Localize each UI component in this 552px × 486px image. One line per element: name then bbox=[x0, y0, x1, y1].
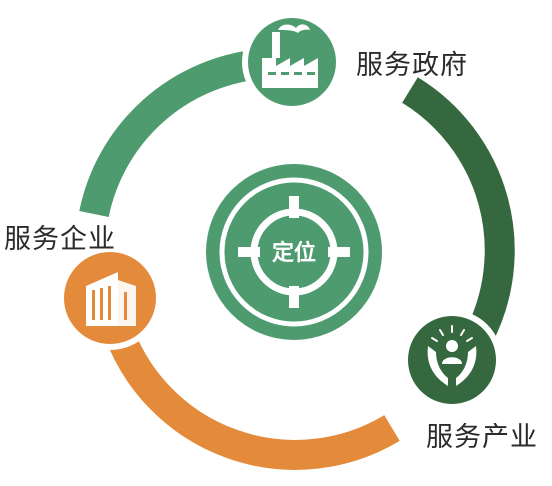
label-enterprise: 服务企业 bbox=[4, 224, 116, 255]
label-government: 服务政府 bbox=[356, 50, 468, 81]
label-industry: 服务产业 bbox=[426, 422, 538, 453]
dark-green-arc bbox=[402, 77, 515, 345]
enterprise-node bbox=[58, 246, 162, 350]
green-arc bbox=[79, 49, 264, 218]
center-target: 定位 bbox=[206, 164, 382, 340]
building-icon bbox=[86, 272, 136, 326]
industry-node bbox=[402, 310, 502, 410]
orange-arc bbox=[103, 324, 400, 470]
government-node bbox=[242, 12, 342, 112]
center-label: 定位 bbox=[272, 240, 316, 266]
factory-icon bbox=[262, 24, 318, 88]
cycle-arcs bbox=[79, 49, 515, 470]
crosshair-icon bbox=[238, 196, 350, 308]
hands-person-icon bbox=[427, 325, 477, 386]
